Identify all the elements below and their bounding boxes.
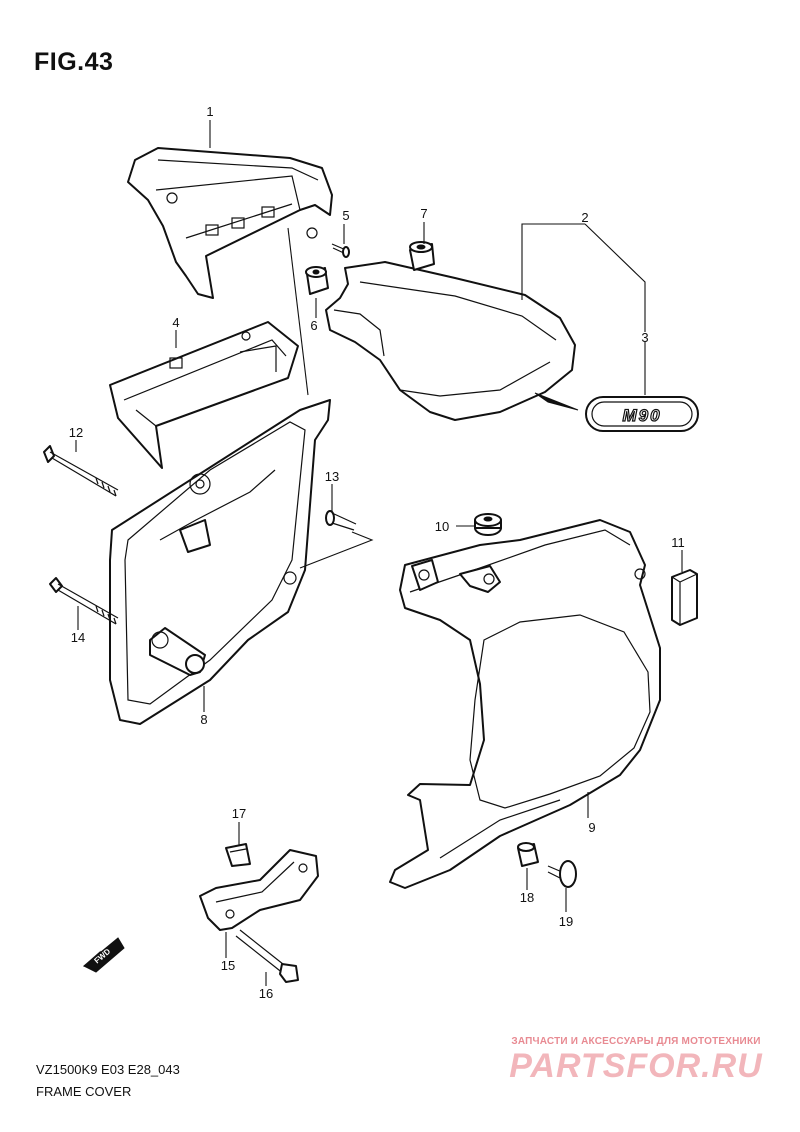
callout-5: 5	[342, 208, 349, 223]
part-17-clip-nut[interactable]	[225, 843, 251, 867]
part-11-cushion[interactable]	[671, 569, 698, 626]
callout-7: 7	[420, 206, 427, 221]
part-15-bracket[interactable]	[199, 849, 319, 931]
callout-15: 15	[221, 958, 235, 973]
section-title: FRAME COVER	[36, 1084, 132, 1099]
part-19-collar-bolt[interactable]	[547, 860, 577, 888]
watermark-brand: PARTSFOR.RU	[509, 1047, 763, 1085]
watermark-tagline: ЗАПЧАСТИ И АКСЕССУАРЫ ДЛЯ МОТОТЕХНИКИ	[511, 1036, 761, 1047]
part-1-side-cover-bracket[interactable]	[127, 147, 333, 299]
callout-6: 6	[310, 318, 317, 333]
watermark: ЗАПЧАСТИ И АКСЕССУАРЫ ДЛЯ МОТОТЕХНИКИ PA…	[488, 1036, 784, 1085]
callout-11: 11	[671, 535, 685, 550]
part-3-emblem[interactable]: M90	[534, 392, 699, 432]
part-9-lower-frame-cover[interactable]	[389, 519, 661, 889]
callout-13: 13	[325, 469, 339, 484]
figure-title: FIG.43	[34, 48, 114, 76]
leader-lines	[75, 120, 683, 986]
part-18-grommet[interactable]	[517, 842, 539, 867]
part-8-frame-cover[interactable]	[109, 399, 331, 725]
callout-19: 19	[559, 914, 573, 929]
part-13-bolt[interactable]	[325, 510, 357, 531]
part-5-screw[interactable]	[331, 243, 350, 258]
part-12-long-bolt[interactable]	[43, 445, 119, 497]
part-4-plate-bracket[interactable]	[109, 321, 299, 469]
model-code: VZ1500K9 E03 E28_043	[36, 1062, 180, 1077]
callout-9: 9	[588, 820, 595, 835]
part-6-grommet[interactable]	[305, 266, 329, 295]
callout-18: 18	[520, 890, 534, 905]
callout-4: 4	[172, 315, 179, 330]
callout-16: 16	[259, 986, 273, 1001]
part-7-grommet[interactable]	[409, 241, 435, 271]
forward-direction-arrow-icon: FWD	[82, 937, 125, 973]
callout-numbers: 1 2 3 4 5 6 7 8 9 10 11 12 13 14 15 16 1…	[69, 104, 685, 1001]
emblem-text: M90	[622, 406, 661, 425]
callout-17: 17	[232, 806, 246, 821]
callout-10: 10	[435, 519, 449, 534]
part-16-bolt[interactable]	[235, 929, 299, 983]
callout-1: 1	[206, 104, 213, 119]
callout-3: 3	[641, 330, 648, 345]
callout-14: 14	[71, 630, 85, 645]
callout-8: 8	[200, 712, 207, 727]
part-14-long-bolt[interactable]	[49, 577, 119, 625]
part-10-grommet[interactable]	[474, 513, 502, 536]
callout-12: 12	[69, 425, 83, 440]
part-2-side-cover[interactable]	[325, 261, 576, 421]
callout-2: 2	[581, 210, 588, 225]
